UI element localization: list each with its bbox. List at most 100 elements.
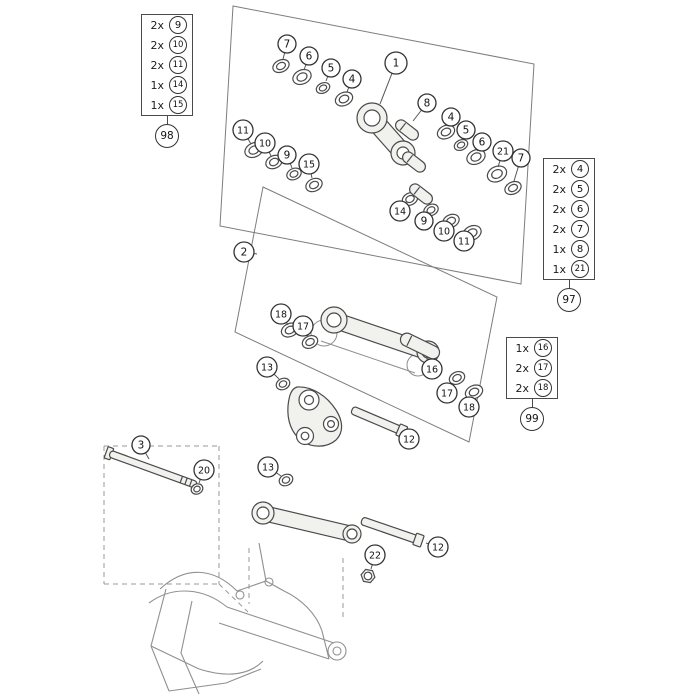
callout-17: 17 bbox=[436, 382, 458, 404]
part-number-badge: 8 bbox=[571, 240, 589, 258]
parts-table-row: 1x 16 bbox=[507, 338, 557, 358]
svg-text:11: 11 bbox=[458, 236, 470, 247]
svg-text:22: 22 bbox=[369, 550, 381, 561]
callout-22: 22 bbox=[364, 544, 386, 566]
callout-10: 10 bbox=[254, 132, 276, 154]
diagram-ref-97: 97 bbox=[557, 288, 581, 312]
svg-text:17: 17 bbox=[297, 321, 309, 332]
svg-text:10: 10 bbox=[438, 226, 450, 237]
part-bushing bbox=[401, 151, 427, 173]
part-ring bbox=[466, 148, 486, 166]
part-number-badge: 5 bbox=[571, 180, 589, 198]
quantity-label: 1x bbox=[552, 262, 566, 276]
part-rocker bbox=[287, 386, 343, 447]
quantity-label: 1x bbox=[515, 341, 529, 355]
svg-text:12: 12 bbox=[432, 542, 444, 553]
svg-text:4: 4 bbox=[448, 111, 455, 123]
svg-text:10: 10 bbox=[259, 138, 271, 149]
callout-3: 3 bbox=[131, 435, 151, 455]
callout-4: 4 bbox=[441, 107, 461, 127]
part-ring bbox=[286, 167, 302, 181]
part-shapes bbox=[103, 58, 522, 584]
callout-9: 9 bbox=[277, 145, 297, 165]
part-ring bbox=[315, 81, 331, 95]
callout-5: 5 bbox=[456, 120, 476, 140]
svg-text:13: 13 bbox=[262, 462, 274, 473]
part-ring bbox=[275, 377, 291, 391]
part-number-badge: 21 bbox=[571, 260, 589, 278]
svg-text:17: 17 bbox=[441, 388, 453, 399]
svg-text:5: 5 bbox=[463, 124, 470, 136]
callout-layer: 7654184562171110915149101121817161718131… bbox=[131, 34, 531, 566]
svg-text:1: 1 bbox=[393, 57, 400, 69]
callout-16: 16 bbox=[421, 358, 443, 380]
part-main-lever bbox=[356, 102, 416, 166]
callout-20: 20 bbox=[193, 459, 215, 481]
quantity-label: 2x bbox=[552, 202, 566, 216]
part-ring bbox=[278, 473, 294, 487]
diagram-ref-98: 98 bbox=[155, 124, 179, 148]
svg-text:20: 20 bbox=[198, 465, 210, 476]
svg-text:6: 6 bbox=[479, 136, 486, 148]
part-ring bbox=[272, 58, 290, 74]
quantity-label: 2x bbox=[552, 222, 566, 236]
part-bushing bbox=[408, 183, 434, 205]
svg-text:8: 8 bbox=[424, 97, 431, 109]
part-ring bbox=[190, 483, 204, 495]
svg-text:12: 12 bbox=[403, 434, 415, 445]
quantity-label: 1x bbox=[552, 242, 566, 256]
part-bushing bbox=[399, 332, 441, 360]
callout-9: 9 bbox=[414, 211, 434, 231]
svg-text:18: 18 bbox=[275, 309, 287, 320]
quantity-label: 2x bbox=[515, 361, 529, 375]
part-ring bbox=[292, 68, 312, 86]
quantity-label: 1x bbox=[150, 98, 164, 112]
callout-18: 18 bbox=[270, 303, 292, 325]
callout-10: 10 bbox=[433, 220, 455, 242]
callout-12: 12 bbox=[398, 428, 420, 450]
table-connector-line bbox=[531, 399, 533, 407]
parts-table-row: 2x 9 bbox=[142, 15, 192, 35]
diagram-ref-99: 99 bbox=[520, 407, 544, 431]
part-number-badge: 11 bbox=[169, 56, 187, 74]
quantity-label: 2x bbox=[150, 58, 164, 72]
part-nut bbox=[360, 568, 376, 584]
svg-text:16: 16 bbox=[426, 364, 438, 375]
part-axle bbox=[103, 446, 198, 489]
part-number-badge: 9 bbox=[169, 16, 187, 34]
assembly-box-2 bbox=[234, 186, 498, 443]
callout-14: 14 bbox=[389, 200, 411, 222]
svg-text:7: 7 bbox=[284, 38, 291, 50]
part-ring bbox=[448, 370, 466, 386]
part-number-badge: 18 bbox=[534, 379, 552, 397]
callout-7: 7 bbox=[277, 34, 297, 54]
part-ring bbox=[464, 384, 484, 400]
part-link-arm-lower bbox=[251, 501, 362, 544]
quantity-label: 2x bbox=[150, 18, 164, 32]
callout-17: 17 bbox=[292, 315, 314, 337]
callout-5: 5 bbox=[321, 58, 341, 78]
callout-1: 1 bbox=[384, 51, 408, 75]
part-number-badge: 17 bbox=[534, 359, 552, 377]
part-number-badge: 16 bbox=[534, 339, 552, 357]
callout-11: 11 bbox=[232, 119, 254, 141]
callout-12: 12 bbox=[427, 536, 449, 558]
svg-text:15: 15 bbox=[303, 159, 315, 170]
callout-8: 8 bbox=[417, 93, 437, 113]
callout-6: 6 bbox=[472, 132, 492, 152]
part-bolt-lower bbox=[360, 517, 425, 548]
part-bushing bbox=[394, 119, 420, 141]
part-ring bbox=[486, 165, 508, 183]
svg-text:9: 9 bbox=[421, 215, 428, 227]
